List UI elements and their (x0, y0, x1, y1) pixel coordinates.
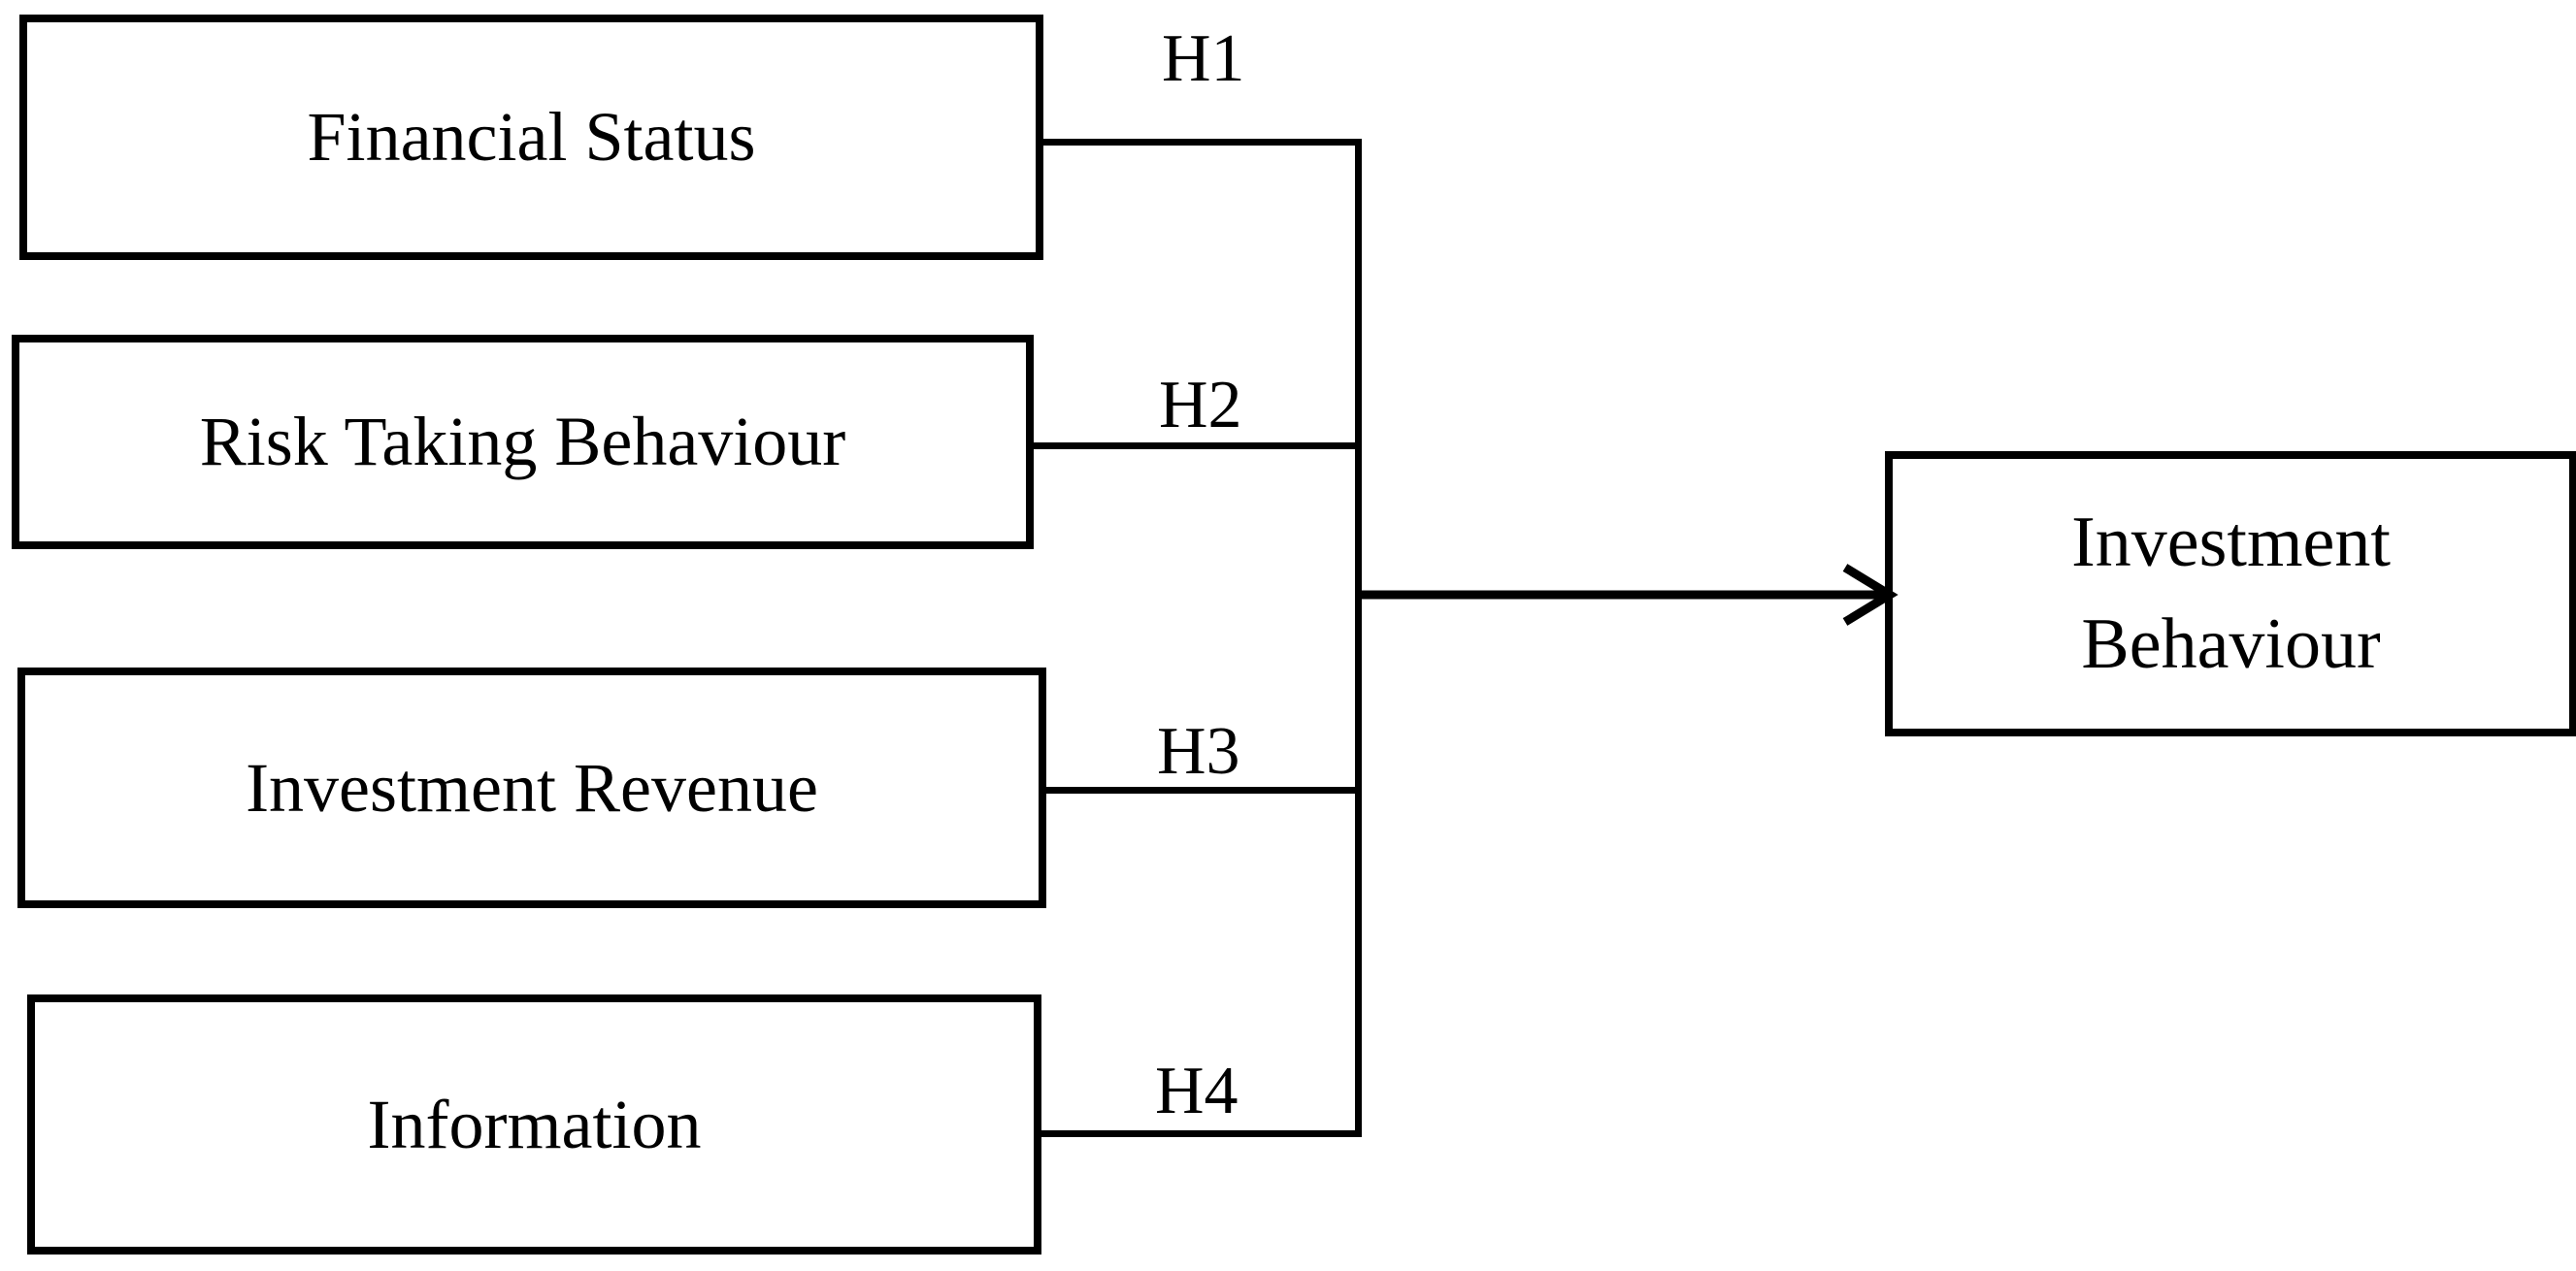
hypothesis-label-h4: H4 (1155, 1054, 1238, 1128)
node-label-information: Information (367, 1085, 702, 1163)
node-risk-taking-behaviour: Risk Taking Behaviour (12, 335, 1034, 549)
arrow-to-investment-behaviour (1355, 564, 1899, 626)
node-investment-behaviour: Investment Behaviour (1885, 451, 2576, 736)
node-label-investment-revenue: Investment Revenue (246, 748, 818, 827)
node-label-investment-behaviour-line1: Investment (2071, 502, 2391, 582)
node-financial-status: Financial Status (19, 15, 1043, 260)
node-label-investment-behaviour-line2: Behaviour (2081, 604, 2381, 684)
node-investment-revenue: Investment Revenue (17, 668, 1046, 908)
connector-vertical-spine (1355, 139, 1362, 1137)
connector-h4-line (1039, 1130, 1362, 1137)
connector-h2-line (1032, 442, 1362, 449)
node-label-risk-taking-behaviour: Risk Taking Behaviour (199, 403, 846, 481)
hypothesis-label-h3: H3 (1157, 714, 1240, 789)
connector-h1-line (1041, 139, 1362, 146)
hypothesis-label-h1: H1 (1162, 21, 1245, 96)
hypothesis-label-h2: H2 (1159, 368, 1242, 442)
node-information: Information (27, 994, 1041, 1255)
node-label-financial-status: Financial Status (307, 98, 756, 177)
arrow-head-icon (1842, 564, 1899, 626)
connector-h3-line (1043, 787, 1362, 794)
